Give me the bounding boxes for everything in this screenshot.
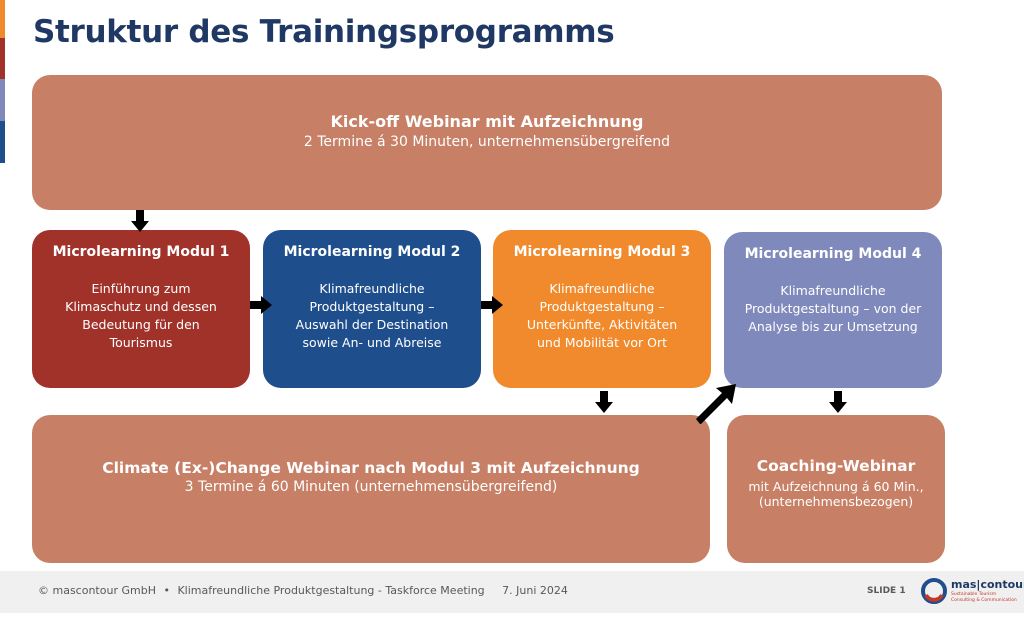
logo-text: mas|contour [951,578,1024,591]
arrow-down-icon [595,391,613,413]
logo-subtitle-line: Sustainable Tourism [951,592,997,597]
module-1-box: Microlearning Modul 1 Einführung zum Kli… [32,230,250,388]
module-4-body: Klimafreundliche Produktgestaltung – von… [735,282,932,336]
module-3-line: Produktgestaltung – [539,299,665,314]
climate-heading: Climate (Ex-)Change Webinar nach Modul 3… [102,459,640,477]
climate-webinar-box: Climate (Ex-)Change Webinar nach Modul 3… [32,415,710,563]
module-1-line: Einführung zum [91,281,191,296]
module-1-body: Einführung zum Klimaschutz und dessen Be… [55,280,227,352]
module-1-heading: Microlearning Modul 1 [52,244,230,260]
module-3-heading: Microlearning Modul 3 [513,244,691,260]
accent-bar-red [0,38,5,79]
module-2-line: sowie An- und Abreise [302,335,442,350]
module-3-line: Unterkünfte, Aktivitäten [526,317,678,332]
module-3-body: Klimafreundliche Produktgestaltung – Unt… [517,280,687,352]
module-1-line: Tourismus [109,335,173,350]
module-4-box: Microlearning Modul 4 Klimafreundliche P… [724,232,942,388]
module-2-line: Produktgestaltung – [309,299,435,314]
coaching-line: mit Aufzeichnung á 60 Min., [748,479,924,494]
arrow-right-icon [481,296,503,314]
module-1-line: Klimaschutz und dessen [65,299,217,314]
accent-bar-lavender [0,79,5,121]
arrow-up-right-icon [696,384,736,424]
module-1-line: Bedeutung für den [82,317,200,332]
module-2-heading: Microlearning Modul 2 [283,244,461,260]
climate-body: 3 Termine á 60 Minuten (unternehmensüber… [184,479,558,495]
arrow-down-icon [131,210,149,232]
company-logo: mas|contour Sustainable Tourism Consulti… [921,577,1024,607]
module-3-line: Klimafreundliche [549,281,655,296]
footer-copyright: © mascontour GmbH [38,584,156,597]
slide-number: SLIDE 1 [867,586,906,596]
module-3-line: und Mobilität vor Ort [536,335,667,350]
accent-bar-orange [0,0,5,38]
module-2-body: Klimafreundliche Produktgestaltung – Aus… [286,280,459,352]
module-2-line: Auswahl der Destination [295,317,449,332]
logo-subtitle: Sustainable Tourism Consulting & Communi… [951,592,1017,604]
kickoff-heading: Kick-off Webinar mit Aufzeichnung [330,111,644,131]
module-2-line: Klimafreundliche [319,281,425,296]
module-4-line: Analyse bis zur Umsetzung [748,319,918,334]
page-title: Struktur des Trainingsprogramms [33,14,615,50]
coaching-heading: Coaching-Webinar [756,457,916,475]
coaching-line: (unternehmensbezogen) [758,494,914,509]
logo-icon [921,578,947,604]
coaching-webinar-box: Coaching-Webinar mit Aufzeichnung á 60 M… [727,415,945,563]
accent-bar-blue [0,121,5,163]
kickoff-body: 2 Termine á 30 Minuten, unternehmensüber… [303,133,671,150]
arrow-down-icon [829,391,847,413]
footer-date: 7. Juni 2024 [502,584,568,597]
footer: © mascontour GmbH • Klimafreundliche Pro… [0,571,1024,613]
module-4-line: Klimafreundliche [780,283,886,298]
module-4-heading: Microlearning Modul 4 [744,246,922,262]
module-3-box: Microlearning Modul 3 Klimafreundliche P… [493,230,711,388]
logo-subtitle-line: Consulting & Communication [951,598,1017,603]
footer-bullet: • [163,584,170,597]
arrow-right-icon [250,296,272,314]
footer-text: © mascontour GmbH • Klimafreundliche Pro… [38,584,572,597]
kickoff-box: Kick-off Webinar mit Aufzeichnung 2 Term… [32,75,942,210]
module-2-box: Microlearning Modul 2 Klimafreundliche P… [263,230,481,388]
footer-subject: Klimafreundliche Produktgestaltung - Tas… [177,584,485,597]
module-4-line: Produktgestaltung – von der [744,301,922,316]
